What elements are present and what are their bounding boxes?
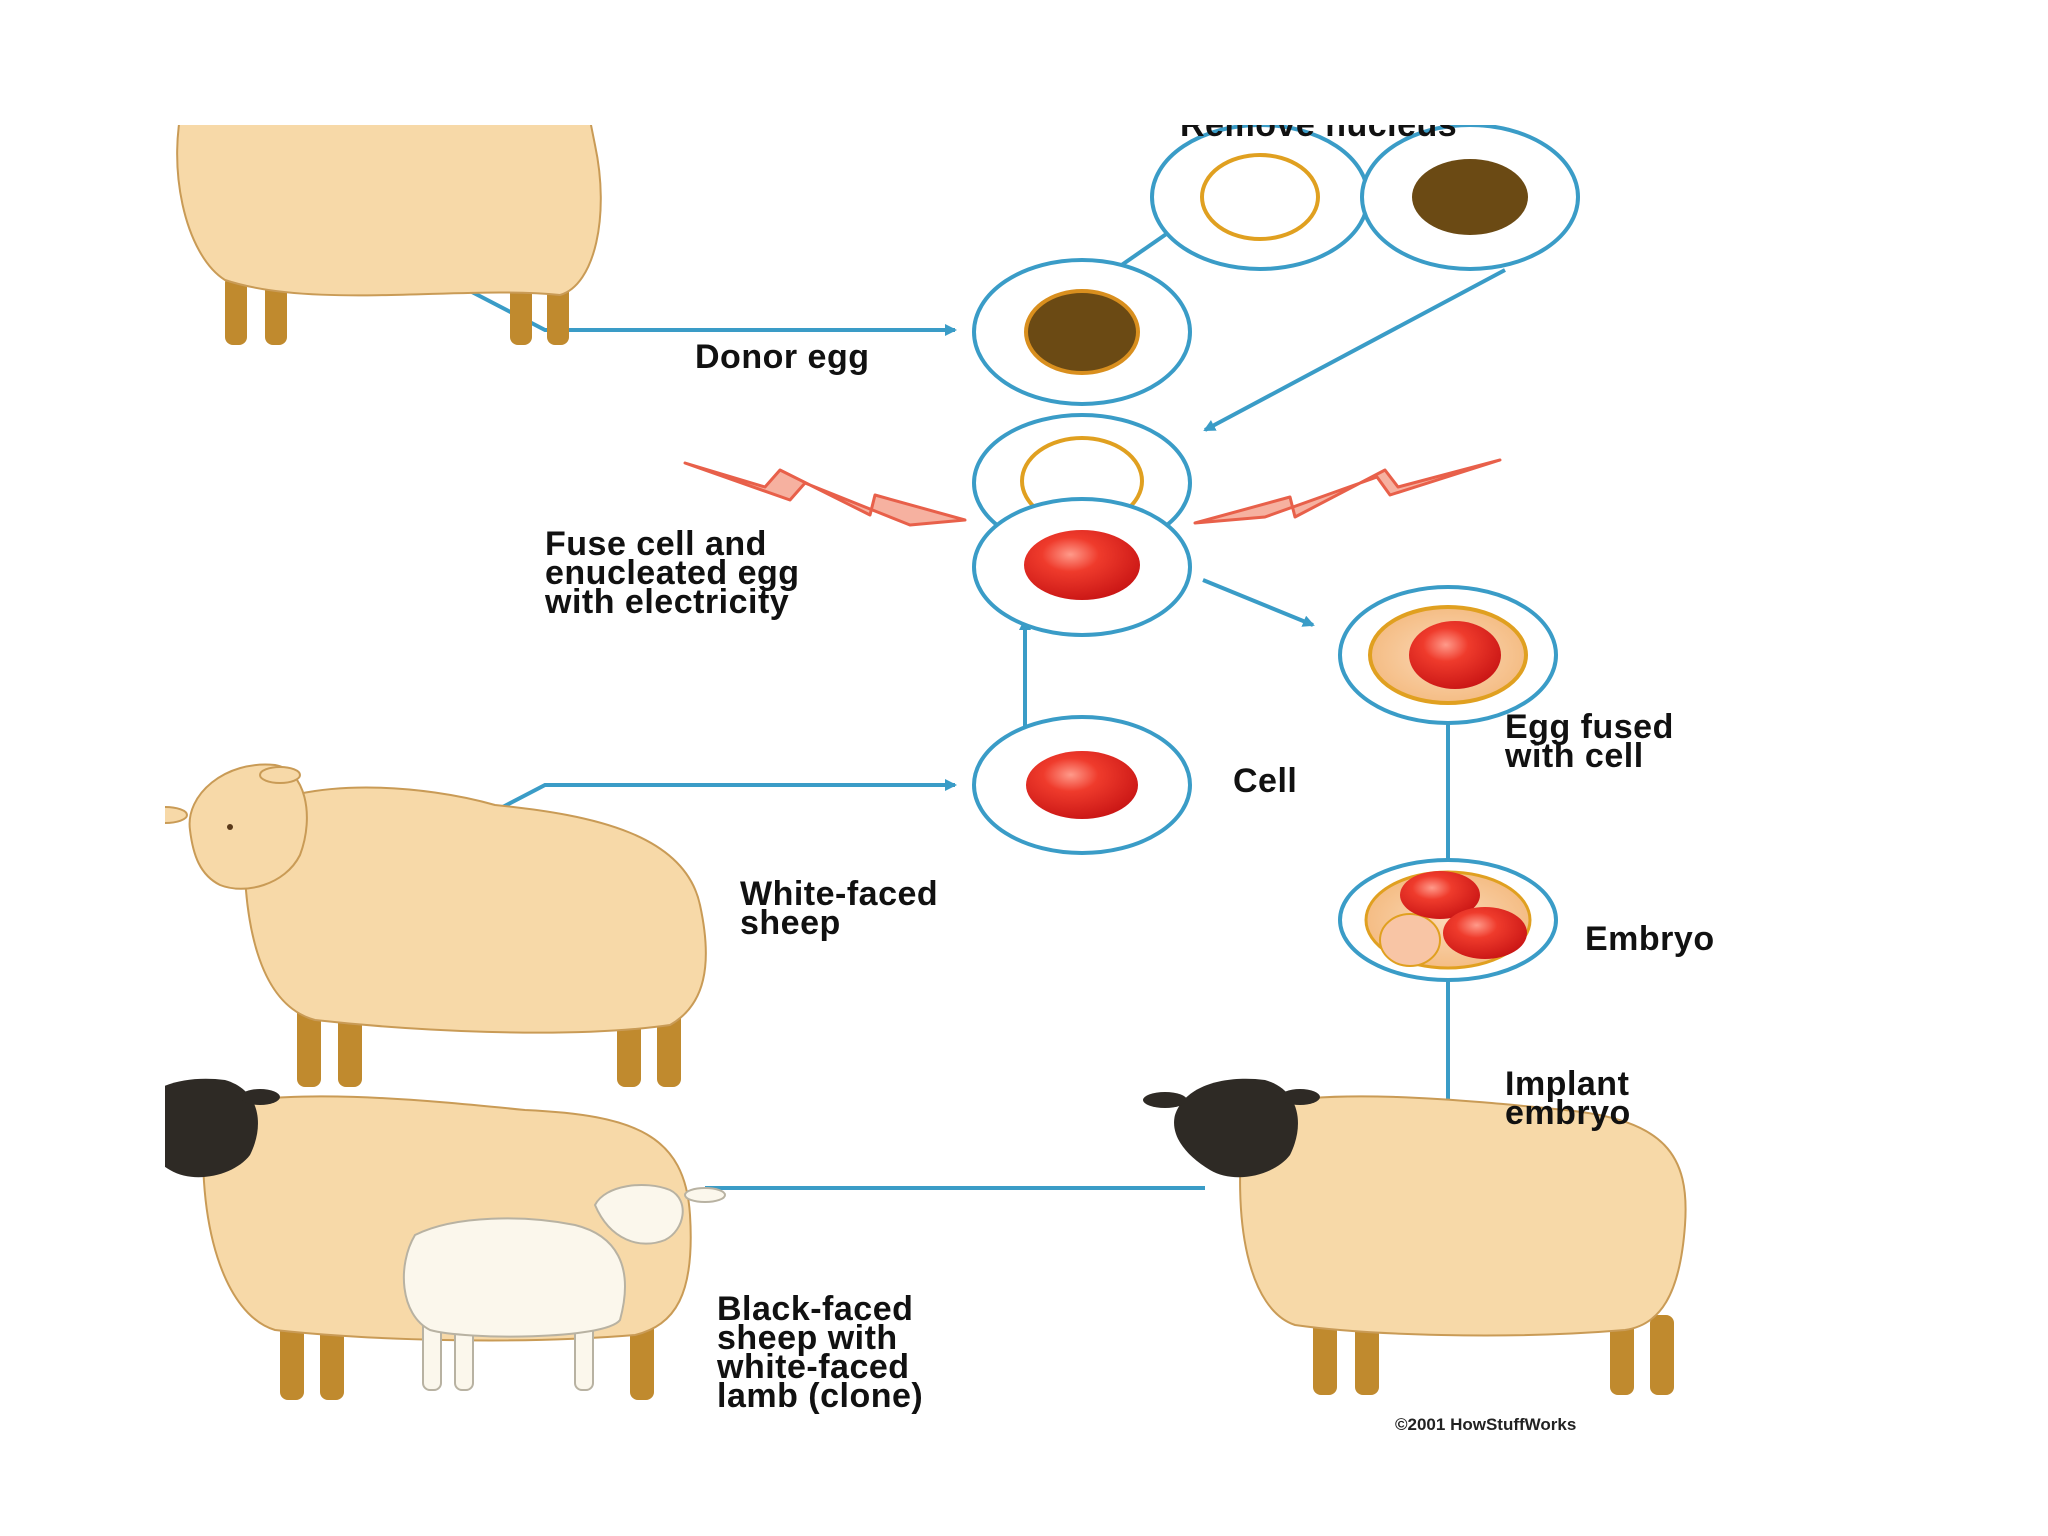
electric-spark-left (683, 461, 967, 527)
label-white-faced-sheep: White-faced sheep (740, 875, 939, 942)
egg-fused-cell (1338, 585, 1558, 725)
label-embryo: Embryo (1585, 920, 1715, 958)
connector-lines (419, 226, 1506, 1190)
donor-sheep (176, 125, 602, 345)
copyright-text: ©2001 HowStuffWorks (1395, 1415, 1577, 1434)
removed-nucleus-cell (1360, 125, 1580, 271)
label-cell: Cell (1233, 762, 1298, 800)
arrow-fuse-to-egg-fused (1202, 578, 1315, 627)
arrow-nucleus-to-fuse (1203, 268, 1506, 432)
surrogate-sheep (1143, 1078, 1687, 1395)
diagram-graphics (165, 125, 1687, 1400)
embryo-cell (1338, 858, 1558, 982)
label-implant-embryo: Implant embryo (1505, 1065, 1631, 1132)
fusion-cells (972, 413, 1192, 637)
body-cell (972, 715, 1192, 855)
diagram-panel: Remove nucleus Donor egg Fuse cell and e… (165, 125, 1885, 1445)
label-clone: Black-faced sheep with white-faced lamb … (717, 1290, 924, 1415)
enucleated-egg-cell (1150, 125, 1370, 271)
label-fuse: Fuse cell and enucleated egg with electr… (545, 525, 800, 621)
label-remove-nucleus: Remove nucleus (1180, 125, 1458, 144)
white-faced-sheep (165, 763, 707, 1087)
label-donor-egg: Donor egg (695, 338, 870, 376)
label-egg-fused: Egg fused with cell (1505, 708, 1674, 775)
black-faced-sheep-with-lamb (165, 1078, 726, 1400)
electric-spark-right (1193, 458, 1502, 525)
donor-egg-cell (972, 258, 1192, 406)
